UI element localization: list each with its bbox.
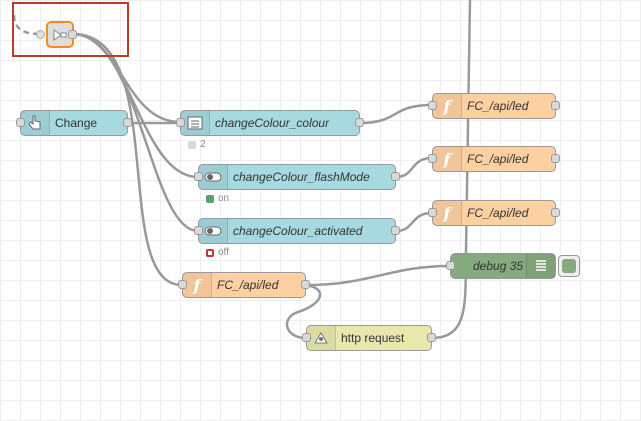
colour-output-port[interactable] — [355, 118, 364, 127]
flash-output-port[interactable] — [391, 172, 400, 181]
list-icon — [181, 111, 210, 135]
function-output-port[interactable] — [551, 208, 560, 217]
debug-input-port[interactable] — [446, 261, 455, 270]
activated-status: off — [206, 247, 229, 258]
hand-pointer-icon — [21, 111, 50, 135]
link-in-virtual-port — [36, 30, 45, 39]
colour-status: 2 — [188, 139, 206, 150]
function-label-2: FC_/api/led — [467, 152, 529, 166]
debug-toggle-indicator — [562, 259, 576, 273]
function-node-4[interactable]: f FC_/api/led — [178, 272, 310, 298]
link-in-node[interactable] — [46, 21, 77, 48]
debug-label: debug 35 — [473, 259, 524, 273]
function-input-port[interactable] — [428, 101, 437, 110]
toggle-icon — [199, 165, 228, 189]
function-label-4: FC_/api/led — [217, 278, 279, 292]
function-icon: f — [433, 94, 462, 118]
http-output-port[interactable] — [427, 333, 436, 342]
selection-box — [12, 2, 129, 57]
function-label-3: FC_/api/led — [467, 206, 529, 220]
http-request-node[interactable]: http request — [302, 325, 436, 351]
colour-input-port[interactable] — [176, 118, 185, 127]
colour-status-text: 2 — [200, 139, 206, 150]
change-input-port[interactable] — [16, 118, 25, 127]
activated-node[interactable]: changeColour_activated — [194, 218, 400, 244]
change-label: Change — [55, 116, 98, 130]
flash-status: on — [206, 193, 229, 204]
wire-flash-to-fc2 — [395, 156, 433, 179]
change-node[interactable]: Change — [16, 110, 132, 136]
function-output-port[interactable] — [551, 101, 560, 110]
function-input-port[interactable] — [428, 154, 437, 163]
link-in-icon — [51, 26, 69, 43]
status-dot — [206, 194, 214, 203]
function-output-port[interactable] — [301, 280, 310, 289]
http-input-port[interactable] — [302, 333, 311, 342]
function-icon: f — [433, 201, 462, 225]
function-icon: f — [183, 273, 212, 297]
function-output-port[interactable] — [551, 154, 560, 163]
flash-status-text: on — [218, 193, 230, 204]
flash-label: changeColour_flashMode — [233, 170, 370, 184]
function-node-1[interactable]: f FC_/api/led — [428, 93, 560, 119]
colour-label: changeColour_colour — [215, 116, 330, 130]
http-request-label: http request — [341, 331, 405, 345]
function-node-2[interactable]: f FC_/api/led — [428, 146, 560, 172]
activated-output-port[interactable] — [391, 226, 400, 235]
status-dot — [188, 140, 196, 149]
wire-fc4-to-debug — [306, 264, 451, 287]
function-input-port[interactable] — [428, 208, 437, 217]
wire-linkin-to-activated — [72, 32, 199, 233]
http-request-icon — [307, 326, 336, 350]
debug-node[interactable]: debug 35 — [446, 253, 556, 279]
function-input-port[interactable] — [178, 280, 187, 289]
wire-colour-to-fc1 — [359, 103, 433, 125]
link-in-output-port[interactable] — [68, 30, 77, 39]
flash-input-port[interactable] — [194, 172, 203, 181]
activated-label: changeColour_activated — [233, 224, 363, 238]
debug-list-icon — [526, 254, 555, 278]
activated-status-text: off — [218, 247, 229, 258]
activated-input-port[interactable] — [194, 226, 203, 235]
debug-toggle-button[interactable] — [558, 255, 580, 277]
change-output-port[interactable] — [123, 118, 132, 127]
status-dot — [206, 248, 214, 257]
wire-linkin-to-fc4 — [72, 32, 183, 287]
function-icon: f — [433, 147, 462, 171]
function-node-3[interactable]: f FC_/api/led — [428, 200, 560, 226]
wire-fc4-to-http — [285, 283, 322, 340]
colour-node[interactable]: changeColour_colour — [176, 110, 364, 136]
wire-activated-to-fc3 — [395, 211, 433, 233]
function-label-1: FC_/api/led — [467, 99, 529, 113]
flash-node[interactable]: changeColour_flashMode — [194, 164, 400, 190]
toggle-icon — [199, 219, 228, 243]
